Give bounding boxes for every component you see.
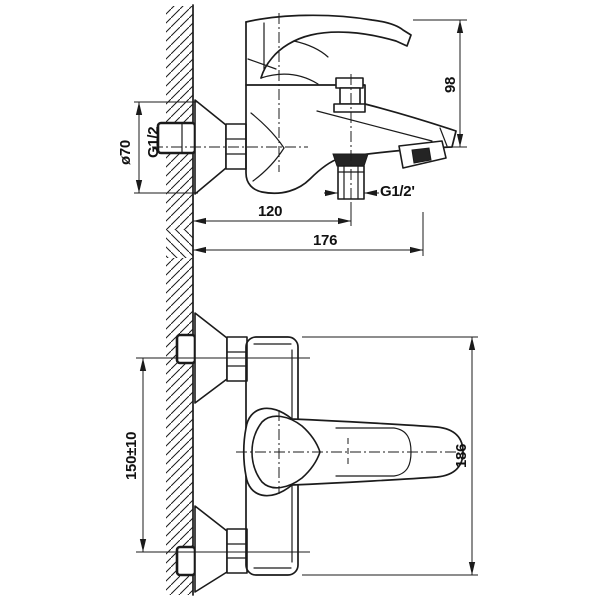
body-sphere-contour	[250, 112, 285, 182]
wall-hatch	[166, 6, 193, 595]
dim-label-phi70: ø70	[117, 140, 134, 165]
dim-label-98: 98	[442, 77, 459, 93]
wall-pipe-stub-lower	[175, 545, 197, 577]
escutcheon-lower	[194, 505, 228, 593]
dim-label-176: 176	[313, 232, 337, 249]
dimension-150: 150±10	[123, 358, 147, 552]
dim-label-outlet-thread: G1/2'	[380, 183, 415, 200]
handle-underside-accent	[293, 40, 329, 58]
dimension-g12-outlet: G1/2'	[324, 183, 415, 200]
diverter-cap	[335, 77, 364, 89]
dimension-120: 120	[193, 202, 352, 226]
wall-hatch-reverse	[166, 230, 193, 258]
body-deck-edge	[245, 84, 366, 105]
lever-handle	[245, 14, 412, 79]
faucet-body-outline	[245, 21, 457, 195]
spout-tip-facet	[439, 127, 448, 147]
wall-pipe-stub	[156, 121, 197, 155]
dim-label-150: 150±10	[123, 432, 140, 480]
handle-dome-edge	[260, 73, 319, 85]
dim-label-186: 186	[453, 444, 470, 468]
wall-pipe-stub-upper	[175, 333, 197, 365]
dimension-phi70: ø70	[117, 101, 198, 194]
dimension-186: 186	[302, 336, 478, 576]
dim-label-inlet-thread: G1/2	[145, 127, 162, 158]
diverter-base	[333, 103, 366, 113]
plan-view	[136, 312, 464, 593]
spout-inner-curve	[316, 110, 433, 142]
aerator-screen	[411, 147, 432, 164]
hex-nut-lower	[226, 528, 248, 574]
dimension-98: 98	[413, 19, 467, 148]
dimension-176: 176	[193, 212, 424, 256]
dim-label-120: 120	[258, 203, 282, 220]
wall-section	[166, 4, 194, 596]
handle-base-bottom	[247, 58, 277, 70]
diverter-knob	[333, 77, 366, 113]
diverter-stem	[339, 87, 361, 105]
hex-nut-upper	[226, 336, 248, 382]
spout-aerator	[398, 140, 447, 169]
side-view	[152, 13, 457, 205]
